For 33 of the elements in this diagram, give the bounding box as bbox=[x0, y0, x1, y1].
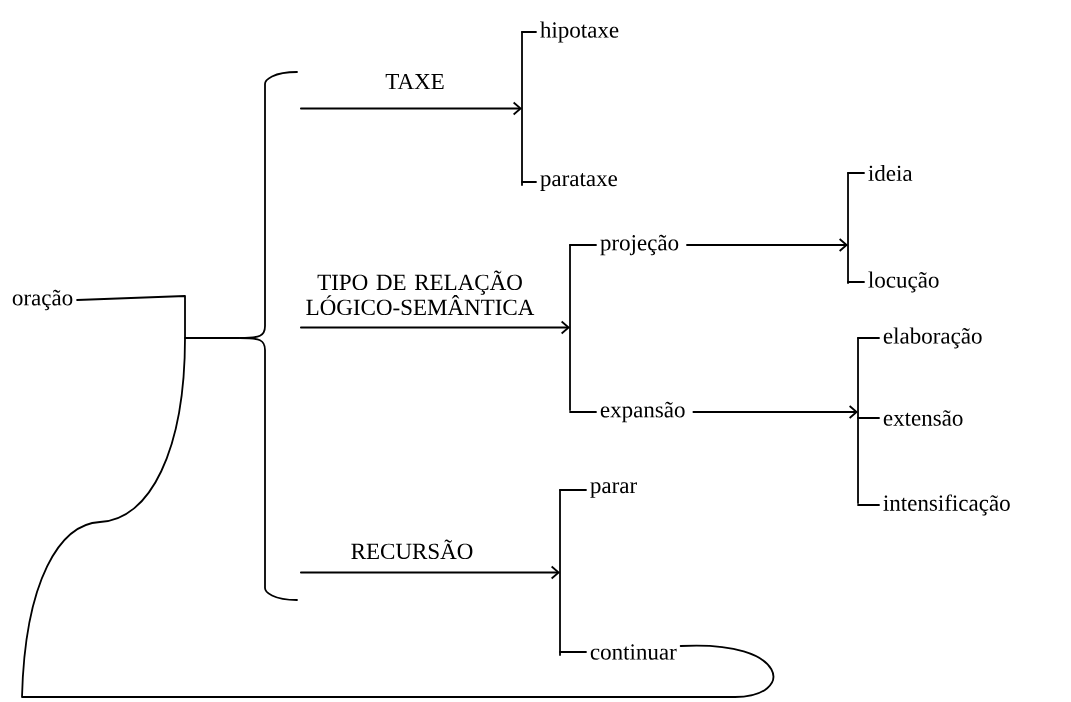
term-label: extensão bbox=[883, 410, 963, 426]
tick-line bbox=[521, 181, 537, 183]
term-label: parataxe bbox=[540, 173, 617, 191]
edge-label: TIPO DE RELAÇÃO LÓGICO-SEMÂNTICA bbox=[306, 270, 535, 316]
tick-line bbox=[521, 31, 537, 33]
arrow bbox=[300, 101, 522, 116]
term-label: projeção bbox=[600, 234, 679, 256]
tick-line bbox=[857, 417, 880, 419]
term-label: intensificação bbox=[883, 494, 1010, 516]
term-label: elaboração bbox=[883, 327, 982, 349]
tick-line bbox=[857, 504, 880, 506]
tick-line bbox=[847, 172, 865, 174]
arrow bbox=[300, 565, 560, 580]
tick-line bbox=[559, 651, 587, 653]
brace bbox=[239, 71, 298, 601]
term-label: hipotaxe bbox=[540, 21, 619, 43]
arrow bbox=[300, 320, 570, 335]
term-label: oração bbox=[12, 289, 73, 311]
tick-line bbox=[569, 244, 597, 246]
term-label: ideia bbox=[868, 164, 913, 182]
tick-line bbox=[569, 411, 597, 413]
term-label: expansão bbox=[600, 401, 685, 423]
tick-line bbox=[847, 281, 865, 283]
arrow bbox=[692, 405, 858, 419]
term-label: locução bbox=[868, 271, 939, 293]
tick-line bbox=[857, 337, 880, 339]
edge-label: RECURSÃO bbox=[351, 539, 473, 560]
loop-line bbox=[21, 337, 775, 698]
arrow bbox=[686, 238, 848, 252]
edge-label: TAXE bbox=[385, 73, 444, 90]
term-label: continuar bbox=[590, 644, 677, 660]
tick-line bbox=[559, 489, 587, 491]
term-label: parar bbox=[590, 482, 637, 498]
